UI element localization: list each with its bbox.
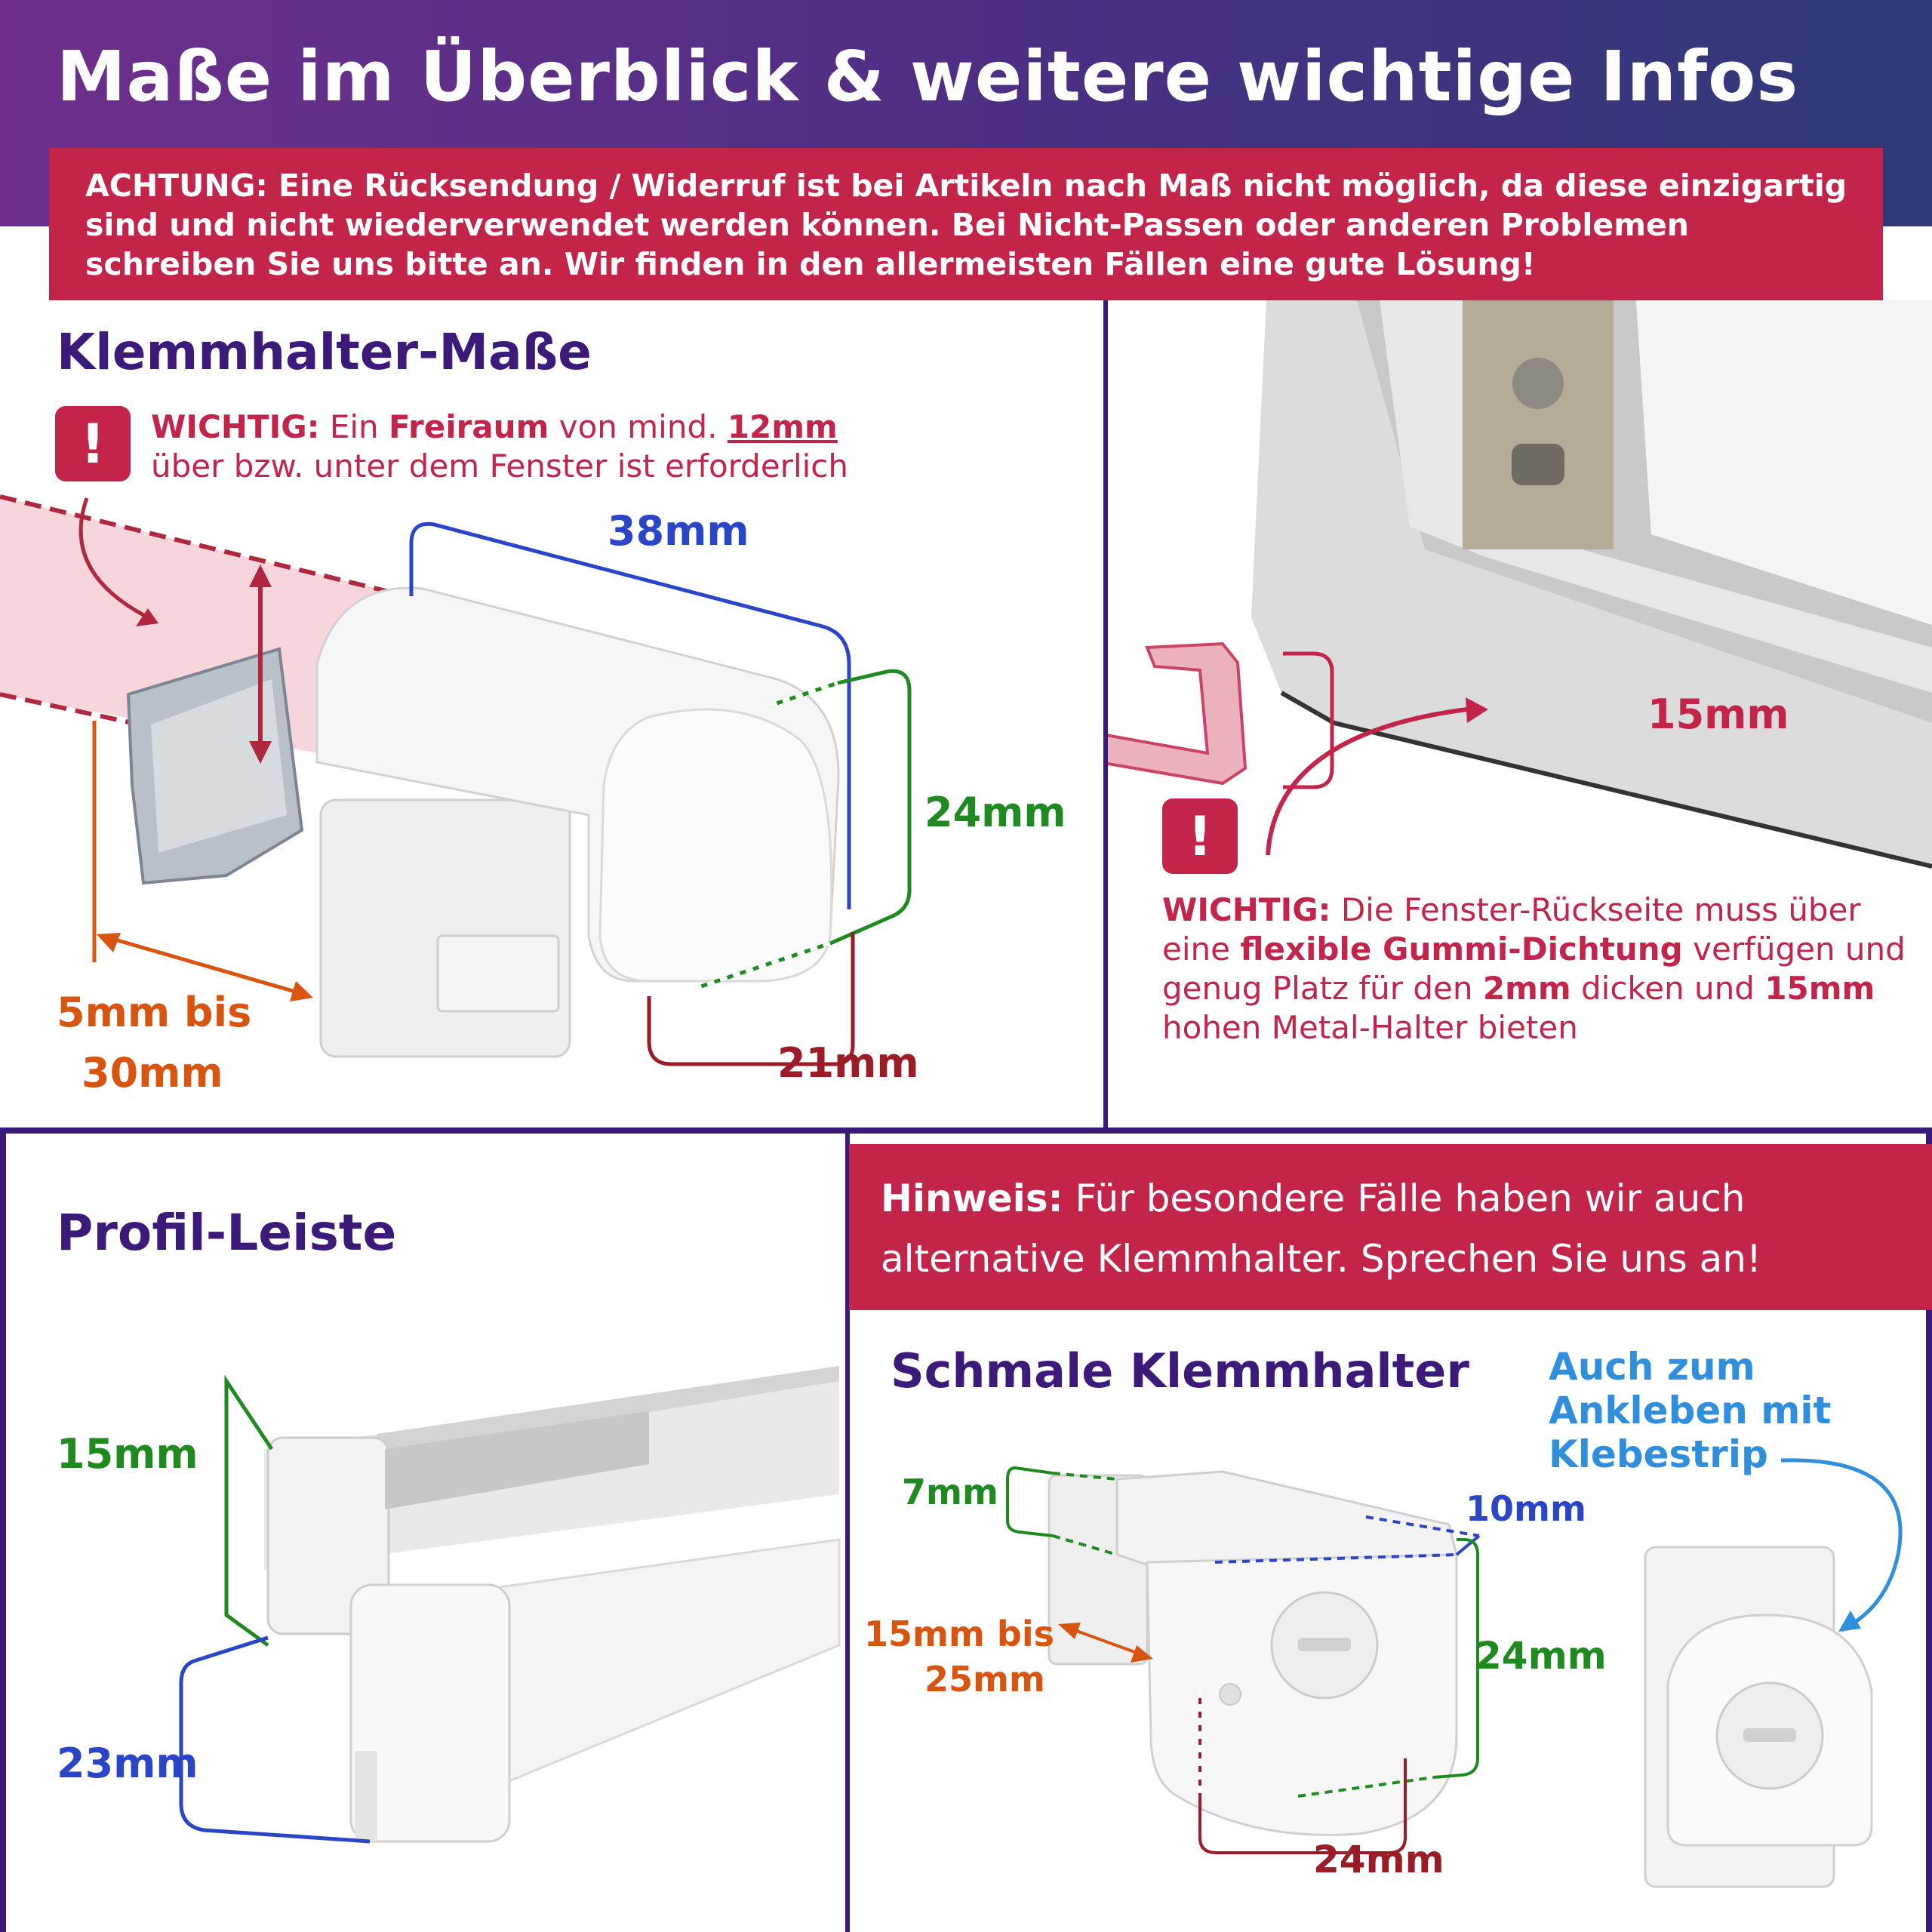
- clamp-tab: [436, 934, 560, 1013]
- note-value: 12mm: [727, 408, 838, 445]
- note-text: über bzw. unter dem Fenster ist erforder…: [151, 448, 848, 485]
- window-frame: [1251, 300, 1932, 866]
- note-label: WICHTIG:: [151, 408, 320, 445]
- note-text: verfügen und genug Platz für den: [1162, 931, 1906, 1007]
- note-bold: flexible Gummi-Dichtung: [1240, 931, 1683, 968]
- dim-height-label: 24mm: [924, 789, 1066, 836]
- note-label: WICHTIG:: [1162, 891, 1331, 928]
- seal-note: WICHTIG: Die Fenster-Rückseite muss über…: [1162, 891, 1917, 1048]
- bracket-23mm: [179, 1635, 371, 1844]
- hint-label: Hinweis:: [881, 1177, 1063, 1220]
- note-bold: Freiraum: [389, 408, 549, 445]
- narrow-section-title: Schmale Klemmhalter: [891, 1343, 1469, 1398]
- hint-text: Hinweis: Für besondere Fälle haben wir a…: [881, 1168, 1915, 1289]
- narrow-clamp-front: [1146, 1553, 1458, 1836]
- pointer-arrow: [1266, 706, 1480, 856]
- narrow-clamp-illustration: [1006, 1458, 1903, 1888]
- hint-body: Für besondere Fälle haben wir auch alter…: [881, 1177, 1762, 1281]
- dim-24mm-side-label: 24mm: [1475, 1634, 1607, 1678]
- note-text: Ein: [329, 408, 379, 445]
- clearance-note: WICHTIG: Ein Freiraum von mind. 12mm übe…: [151, 408, 1057, 486]
- bracket-15mm: [1283, 651, 1334, 789]
- horizontal-divider: [0, 1128, 1932, 1134]
- alert-icon: !: [1162, 798, 1238, 874]
- dim-10mm-label: 10mm: [1466, 1488, 1586, 1529]
- hint-banner: Hinweis: Für besondere Fälle haben wir a…: [849, 1144, 1932, 1310]
- note-bold: 2mm: [1482, 970, 1571, 1007]
- note-text: von mind.: [558, 408, 718, 445]
- bracket-24mm-side: [1433, 1538, 1479, 1779]
- dim-range-label-1: 5mm bis: [57, 989, 252, 1036]
- dim-23mm-label: 23mm: [57, 1740, 198, 1787]
- dim-range-label-2: 30mm: [82, 1049, 223, 1097]
- bracket-depth: [647, 932, 855, 1066]
- note-text: Die Fenster-Rückseite muss über eine: [1162, 891, 1861, 968]
- warning-text: ACHTUNG: Eine Rücksendung / Widerruf ist…: [85, 168, 1847, 282]
- bracket-height: [694, 669, 912, 991]
- profile-front-cap: [349, 1583, 511, 1843]
- page-title: Maße im Überblick & weitere wichtige Inf…: [57, 36, 1799, 117]
- profile-section-title: Profil-Leiste: [57, 1204, 397, 1262]
- dim-depth-label: 21mm: [777, 1039, 919, 1087]
- dim-range-label-1: 15mm bis: [864, 1614, 1054, 1654]
- adhesive-note: Auch zum Ankleben mit Klebestrip: [1549, 1345, 1832, 1476]
- dim-7mm-label: 7mm: [902, 1472, 998, 1512]
- profile-end-cap: [266, 1436, 390, 1635]
- dim-15mm-label: 15mm: [57, 1430, 198, 1478]
- curved-arrow: [78, 497, 152, 621]
- bracket-7mm: [1006, 1466, 1054, 1537]
- left-edge: [0, 1131, 6, 1932]
- right-edge: [1926, 1131, 1932, 1932]
- clamp-cap: [598, 708, 833, 983]
- clearance-line-top: [0, 494, 408, 598]
- profile-illustration: [179, 1366, 841, 1844]
- vertical-divider-bottom: [845, 1131, 850, 1932]
- arrow-head: [136, 608, 158, 626]
- bracket-width: [409, 521, 851, 909]
- clearance-zone: [0, 497, 408, 770]
- range-arrow: [1063, 1625, 1148, 1658]
- alert-icon: !: [55, 406, 131, 481]
- note-text: dicken und: [1580, 970, 1755, 1007]
- note-text: hohen Metal-Halter bieten: [1162, 1009, 1578, 1046]
- dim-range-label-2: 25mm: [924, 1659, 1045, 1700]
- bracket-15mm: [224, 1374, 274, 1647]
- dim-15mm-label: 15mm: [1647, 691, 1789, 738]
- clamp-base: [319, 798, 571, 1058]
- vertical-divider-top: [1103, 300, 1108, 1131]
- clamp-section-title: Klemmhalter-Maße: [57, 323, 592, 381]
- window-photo: [1108, 300, 1932, 1128]
- bracket-24mm-bottom: [1198, 1690, 1407, 1854]
- dim-width-label: 38mm: [608, 507, 749, 555]
- curved-arrow: [1780, 1458, 1903, 1632]
- metal-holder: [1108, 641, 1247, 786]
- warning-banner: ACHTUNG: Eine Rücksendung / Widerruf ist…: [49, 148, 1883, 300]
- range-arrow: [101, 934, 306, 997]
- dim-24mm-bottom-label: 24mm: [1313, 1838, 1444, 1881]
- clamp-illustration: [0, 494, 912, 1066]
- note-bold: 15mm: [1764, 970, 1875, 1007]
- window-hinge: [1463, 300, 1614, 549]
